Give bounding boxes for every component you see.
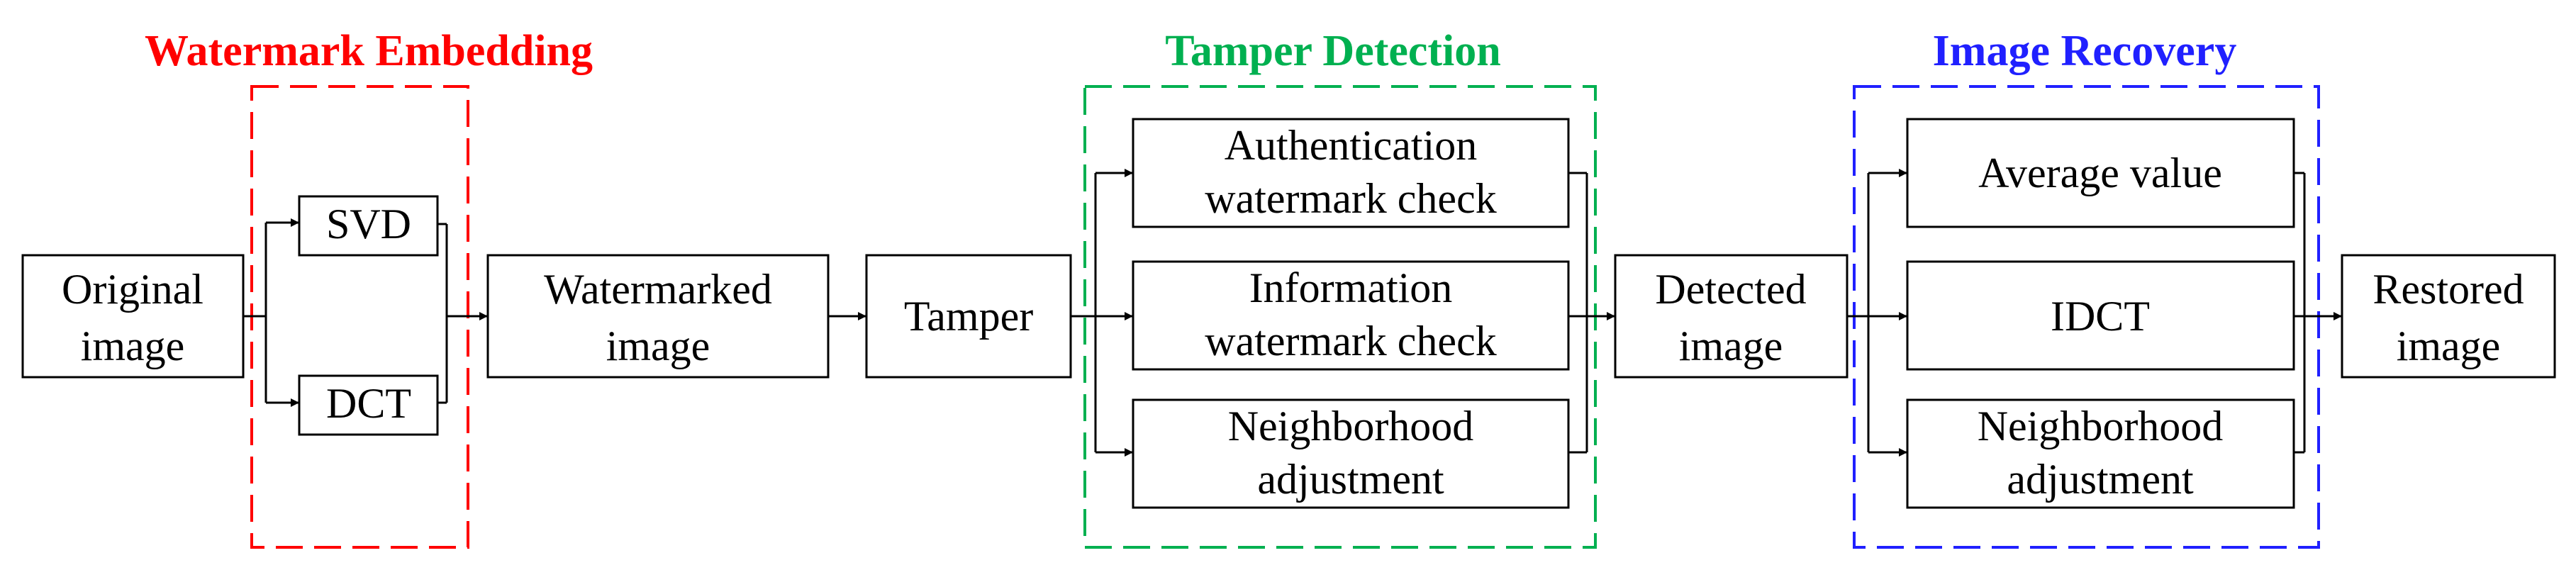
box-svd: SVD [298, 195, 439, 257]
group-frame-watermark-embedding [250, 85, 469, 549]
box-original-image: Original image [21, 254, 245, 379]
box-detected-image-line1: Detected [1655, 266, 1806, 313]
box-restored-image: Restored image [2341, 254, 2556, 379]
box-watermarked-image: Watermarked image [486, 254, 830, 379]
box-dct-label: DCT [326, 380, 411, 427]
box-detected-image-line2: image [1679, 323, 1783, 369]
connector-lines [243, 172, 2306, 454]
box-authentication-watermark-check: Authentication watermark check [1132, 118, 1570, 228]
box-neighborhood-adjustment-detection: Neighborhood adjustment [1132, 398, 1570, 509]
box-tamper: Tamper [865, 254, 1072, 379]
box-watermarked-image-line1: Watermarked [544, 266, 772, 313]
box-information-line2: watermark check [1205, 318, 1496, 364]
box-information-watermark-check: Information watermark check [1132, 260, 1570, 371]
box-original-image-line2: image [81, 323, 185, 369]
box-authentication-line1: Authentication [1225, 122, 1478, 169]
box-idct-label: IDCT [2051, 293, 2150, 340]
box-idct: IDCT [1906, 260, 2295, 371]
box-neighborhood-adjustment-recovery: Neighborhood adjustment [1906, 398, 2295, 509]
box-average-value: Average value [1906, 118, 2295, 228]
group-title-image-recovery: Image Recovery [1933, 27, 2237, 75]
group-title-watermark-embedding: Watermark Embedding [145, 27, 593, 75]
box-neighborhood-detection-line2: adjustment [1257, 456, 1444, 503]
box-information-line1: Information [1249, 264, 1453, 311]
box-detected-image: Detected image [1614, 254, 1849, 379]
box-average-value-label: Average value [1978, 150, 2222, 196]
box-restored-image-line2: image [2397, 323, 2501, 369]
box-neighborhood-detection-line1: Neighborhood [1228, 403, 1474, 449]
group-title-tamper-detection: Tamper Detection [1165, 27, 1501, 75]
box-neighborhood-recovery-line2: adjustment [2007, 456, 2194, 503]
box-authentication-line2: watermark check [1205, 175, 1496, 222]
box-svd-label: SVD [326, 201, 411, 247]
box-neighborhood-recovery-line1: Neighborhood [1978, 403, 2224, 449]
box-original-image-line1: Original [62, 266, 203, 313]
box-dct: DCT [298, 374, 439, 436]
box-tamper-label: Tamper [904, 293, 1033, 340]
box-watermarked-image-line2: image [606, 323, 710, 369]
box-restored-image-line1: Restored [2373, 266, 2524, 313]
